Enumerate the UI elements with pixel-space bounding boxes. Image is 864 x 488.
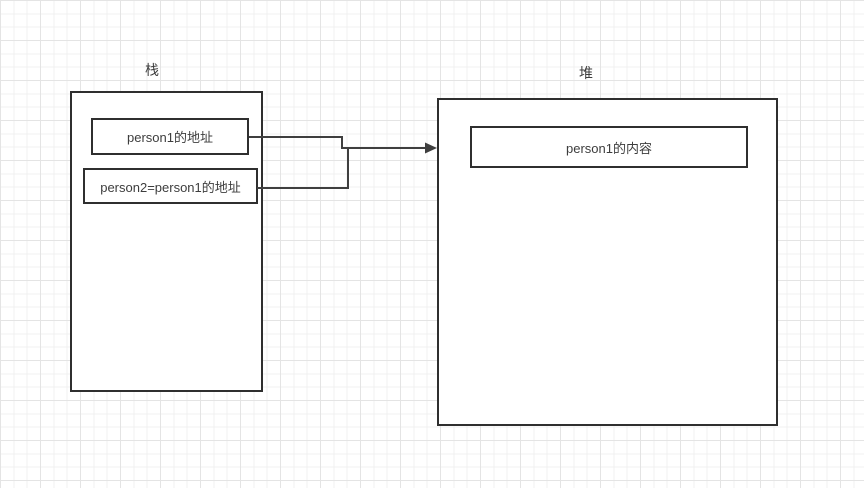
connector-person2-to-heap	[257, 149, 349, 189]
heap-title: 堆	[579, 65, 593, 81]
arrow-head	[425, 142, 437, 154]
connector-person1-to-heap	[249, 136, 426, 149]
heap-item-person1-content: person1的内容	[470, 126, 748, 168]
stack-title: 栈	[145, 62, 159, 78]
stack-item-person2-address: person2=person1的地址	[83, 168, 258, 204]
stack-item-person1-address: person1的地址	[91, 118, 249, 155]
